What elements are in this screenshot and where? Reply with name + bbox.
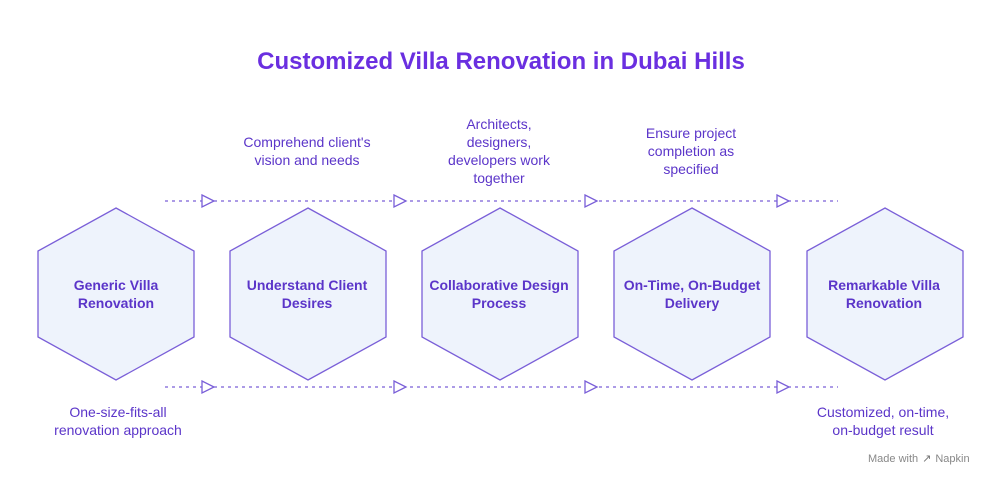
- bottom-arrow-icon-4: [776, 379, 791, 395]
- step-hexagon-4: [613, 207, 771, 381]
- made-with-text: Made with: [868, 452, 919, 465]
- napkin-logo-icon: ↗: [922, 453, 932, 465]
- top-arrow-icon-1: [201, 193, 216, 209]
- top-caption-2: Architects, designers, developers work t…: [448, 116, 550, 186]
- top-arrow-icon-4: [776, 193, 791, 209]
- bottom-caption-1: One-size-fits-all renovation approach: [54, 404, 182, 438]
- step-hexagons: [37, 207, 964, 381]
- made-with-napkin: Made with ↗ Napkin: [868, 452, 970, 466]
- top-caption-1: Comprehend client's vision and needs: [243, 134, 371, 168]
- step-hexagon-2: [229, 207, 387, 381]
- step-hexagon-3: [421, 207, 579, 381]
- brand-name: Napkin: [935, 452, 970, 465]
- step-hexagon-5: [806, 207, 964, 381]
- top-arrow-icon-2: [393, 193, 408, 209]
- top-arrow-icon-3: [584, 193, 599, 209]
- step-hexagon-1: [37, 207, 195, 381]
- bottom-caption-2: Customized, on-time, on-budget result: [816, 404, 950, 438]
- bottom-arrow-icon-2: [393, 379, 408, 395]
- bottom-arrow-icon-3: [584, 379, 599, 395]
- connector-lines: [165, 193, 838, 395]
- top-caption-3: Ensure project completion as specified: [645, 125, 737, 177]
- bottom-arrow-icon-1: [201, 379, 216, 395]
- page-title: Customized Villa Renovation in Dubai Hil…: [257, 48, 745, 75]
